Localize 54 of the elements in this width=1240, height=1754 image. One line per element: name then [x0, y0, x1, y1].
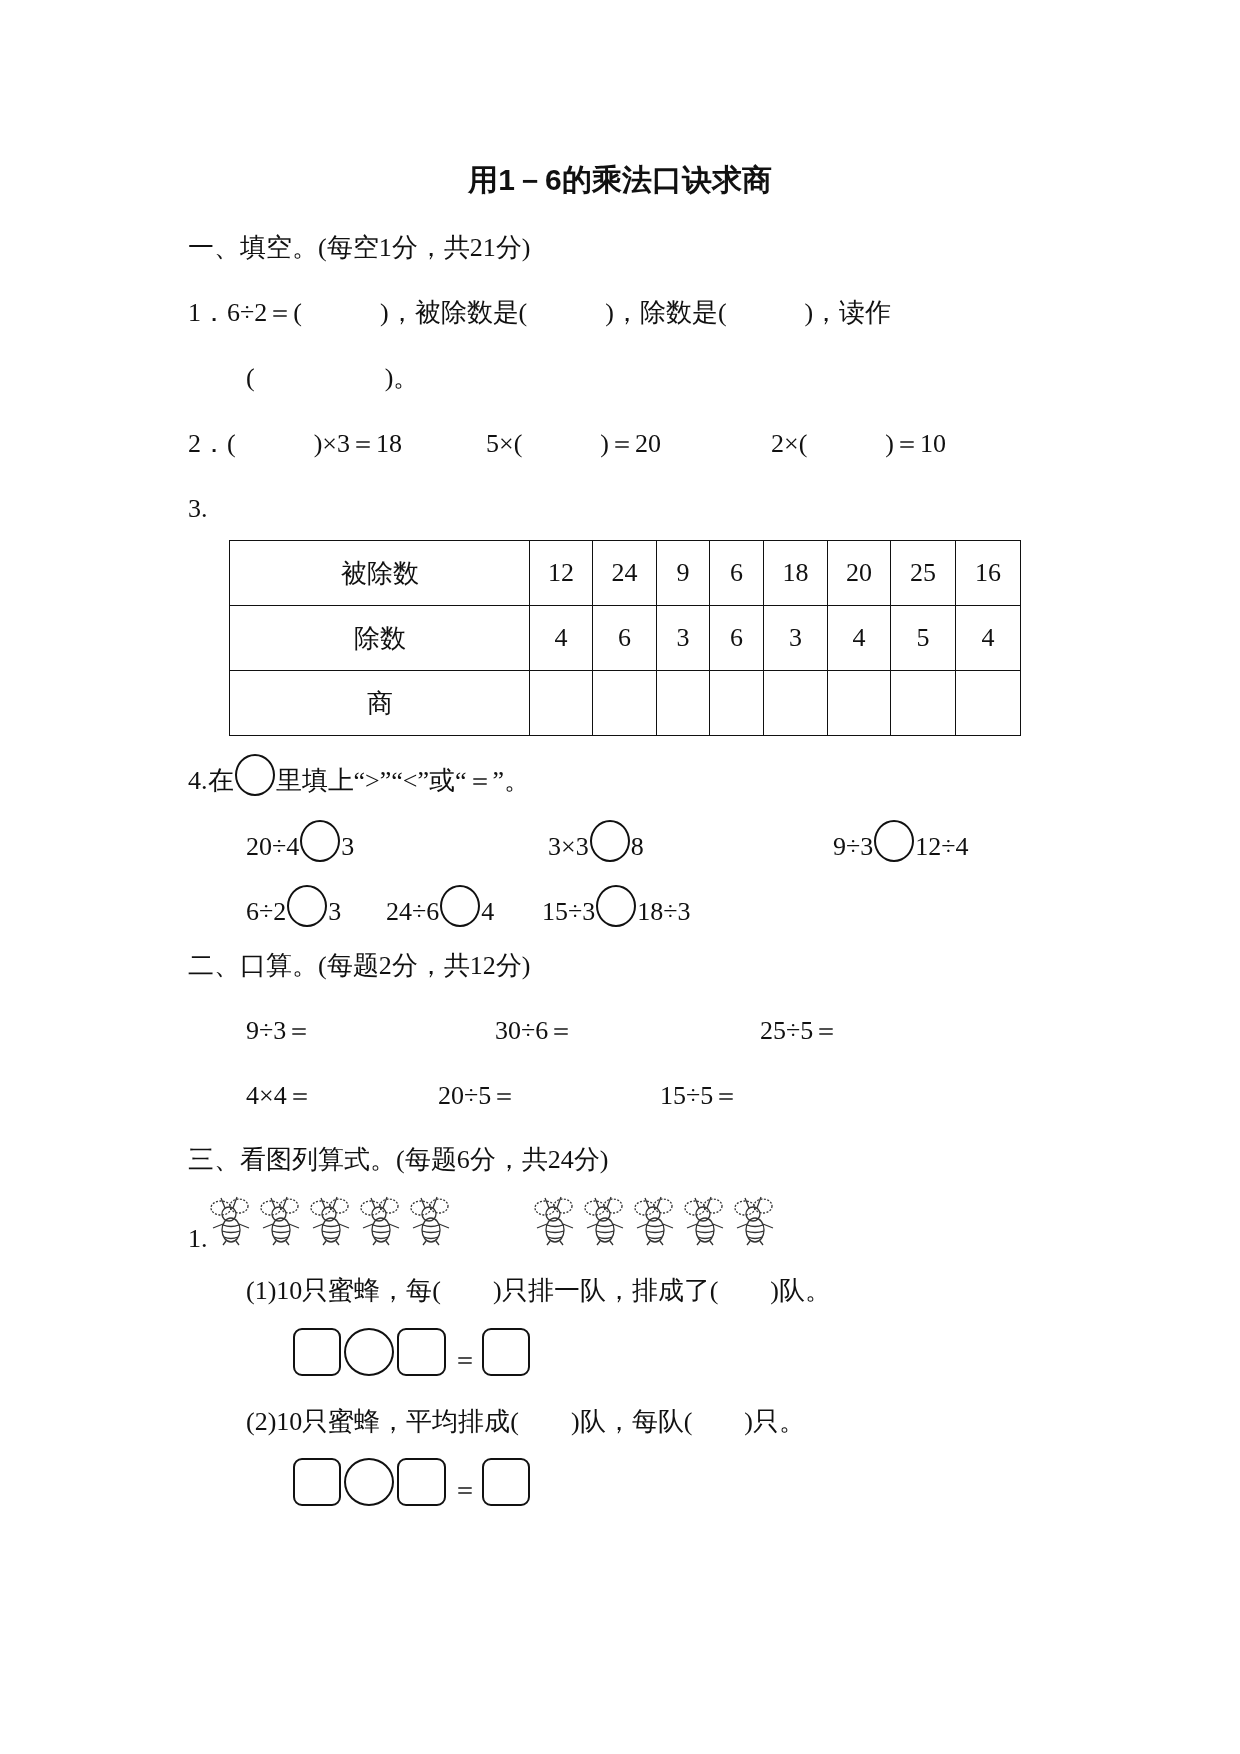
- text: 里填上“>”“<”或“＝”。: [275, 765, 531, 797]
- text: 4.在: [188, 765, 234, 797]
- table-cell: 被除数: [229, 540, 530, 606]
- table-cell: 20: [827, 540, 891, 606]
- section-heading: 一、填空。(每空1分，共21分): [188, 232, 531, 264]
- text: 15÷3: [542, 896, 596, 928]
- table-cell: 3: [763, 605, 828, 671]
- table-cell: 18: [763, 540, 828, 606]
- text: 1．6÷2＝( )，被除数是( )，除数是( )，读作: [188, 297, 892, 329]
- table-cell: 4: [529, 605, 593, 671]
- text: ( )。: [246, 362, 420, 394]
- table-cell: 4: [955, 605, 1021, 671]
- table-cell: 12: [529, 540, 593, 606]
- text: 9÷3＝: [246, 1015, 313, 1047]
- text: 20÷4: [246, 831, 300, 863]
- text: 5×( )＝20: [486, 428, 661, 460]
- text: 1.: [188, 1223, 208, 1255]
- text: 2×( )＝10: [771, 428, 946, 460]
- table-cell: 25: [890, 540, 956, 606]
- table-cell: 3: [656, 605, 710, 671]
- text: 2．( )×3＝18: [188, 428, 402, 460]
- text: 15÷5＝: [660, 1080, 740, 1112]
- table-cell: 9: [656, 540, 710, 606]
- text: 9÷3: [833, 831, 874, 863]
- table-cell: 商: [229, 670, 530, 736]
- text: 20÷5＝: [438, 1080, 518, 1112]
- text: 24÷6: [386, 896, 440, 928]
- text: 4: [481, 896, 495, 928]
- table-cell: 24: [592, 540, 657, 606]
- text: 18÷3: [637, 896, 691, 928]
- text: 8: [630, 831, 644, 863]
- table-cell: 6: [709, 605, 764, 671]
- table-cell: 6: [592, 605, 657, 671]
- table-cell: 4: [827, 605, 891, 671]
- text: 3: [341, 831, 355, 863]
- text: 3.: [188, 493, 208, 525]
- text: 25÷5＝: [760, 1015, 840, 1047]
- text: ＝: [452, 1474, 478, 1506]
- text: 3×3: [548, 831, 589, 863]
- text: 3: [328, 896, 342, 928]
- text: 12÷4: [915, 831, 969, 863]
- text: 30÷6＝: [495, 1015, 575, 1047]
- section-heading: 二、口算。(每题2分，共12分): [188, 950, 531, 982]
- text: 6÷2: [246, 896, 287, 928]
- table-cell: 除数: [229, 605, 530, 671]
- table-cell: 6: [709, 540, 764, 606]
- title: 用1－6的乘法口诀求商: [467, 164, 773, 196]
- text: 4×4＝: [246, 1080, 313, 1112]
- table-cell: 5: [890, 605, 956, 671]
- text: (2)10只蜜蜂，平均排成( )队，每队( )只。: [246, 1406, 805, 1438]
- text: (1)10只蜜蜂，每( )只排一队，排成了( )队。: [246, 1275, 831, 1307]
- text: ＝: [452, 1344, 478, 1376]
- table-cell: 16: [955, 540, 1021, 606]
- section-heading: 三、看图列算式。(每题6分，共24分): [188, 1144, 609, 1176]
